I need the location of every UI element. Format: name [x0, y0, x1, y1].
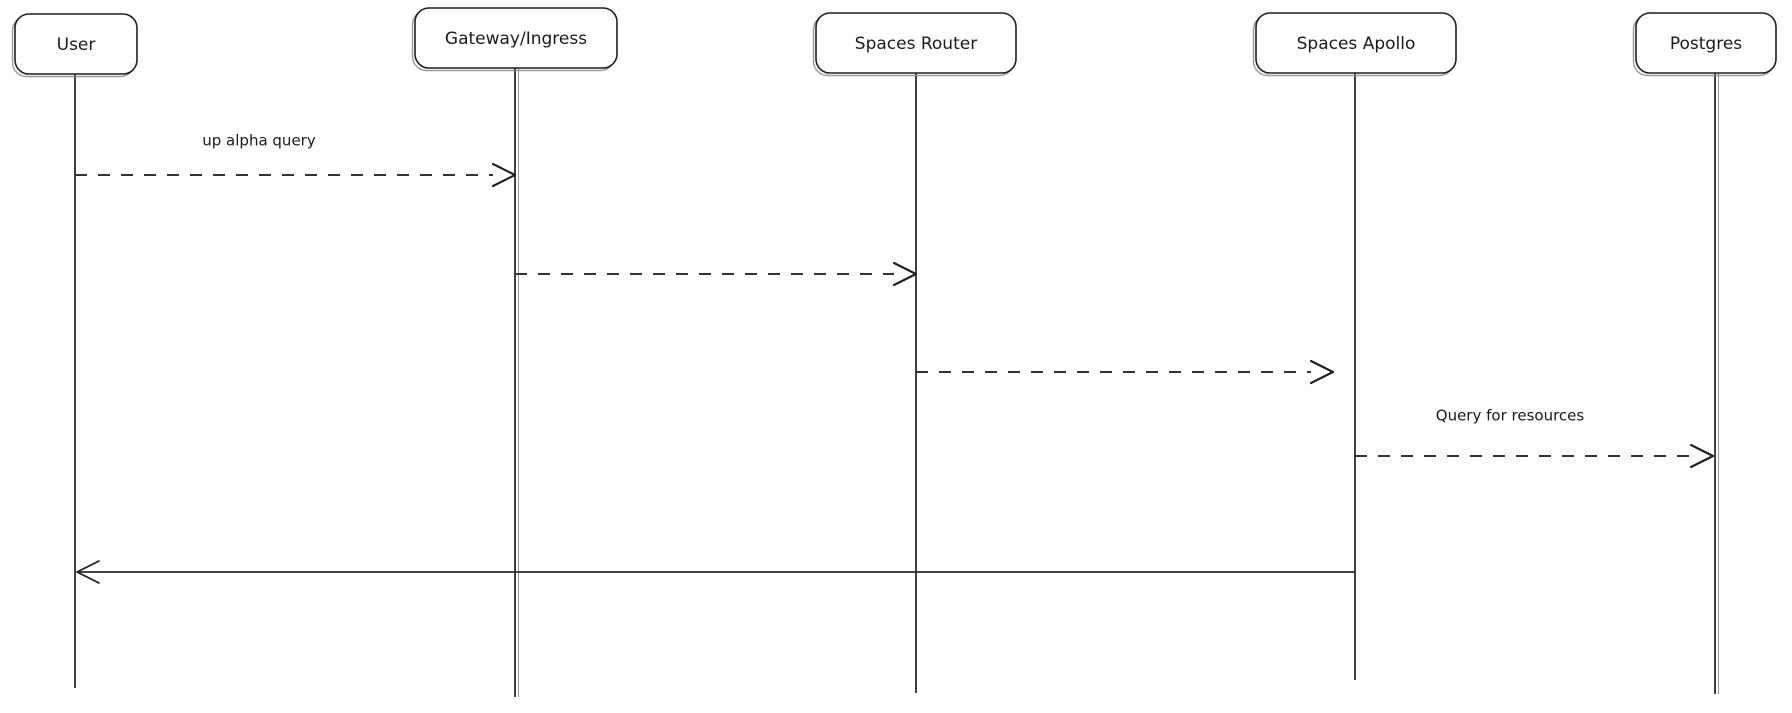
message-msg-router-to-apollo[interactable]: [916, 359, 1335, 385]
message-arrowhead-msg-gateway-to-router: [892, 261, 918, 287]
message-arrowhead-msg-return-to-user: [76, 560, 100, 584]
message-msg-query-for-resources[interactable]: Query for resources: [1355, 407, 1715, 469]
participants-layer: User Gateway/Ingress Spaces Router Spaces A…: [11, 7, 1777, 78]
participant-label-postgres: Postgres: [1670, 34, 1742, 54]
participant-gateway[interactable]: Gateway/Ingress: [411, 7, 618, 72]
message-label-msg-query-for-resources: Query for resources: [1436, 407, 1585, 425]
participant-spaces-apollo[interactable]: Spaces Apollo: [1252, 12, 1457, 77]
message-msg-gateway-to-router[interactable]: [515, 261, 918, 287]
participant-box-postgres[interactable]: [1635, 12, 1777, 74]
participant-postgres[interactable]: Postgres: [1632, 12, 1777, 77]
message-arrowhead-msg-router-to-apollo: [1309, 359, 1335, 385]
participant-box-gateway[interactable]: [414, 7, 618, 69]
message-msg-return-to-user[interactable]: [76, 560, 1355, 584]
participant-label-spaces-apollo: Spaces Apollo: [1297, 34, 1416, 54]
message-msg-up-alpha-query[interactable]: up alpha query: [75, 132, 517, 188]
participant-box-spaces-router[interactable]: [815, 12, 1017, 74]
participant-spaces-router[interactable]: Spaces Router: [812, 12, 1017, 77]
message-label-msg-up-alpha-query: up alpha query: [202, 132, 316, 150]
participant-user[interactable]: User: [11, 13, 138, 78]
message-arrowhead-msg-up-alpha-query: [491, 162, 517, 188]
participant-box-spaces-apollo[interactable]: [1255, 12, 1457, 74]
message-arrowhead-msg-query-for-resources: [1689, 443, 1715, 469]
participant-label-spaces-router: Spaces Router: [855, 34, 977, 54]
participant-label-user: User: [57, 35, 96, 55]
participant-box-user[interactable]: [14, 13, 138, 75]
lifelines-layer: [74, 68, 1720, 697]
participant-label-gateway: Gateway/Ingress: [445, 29, 587, 49]
